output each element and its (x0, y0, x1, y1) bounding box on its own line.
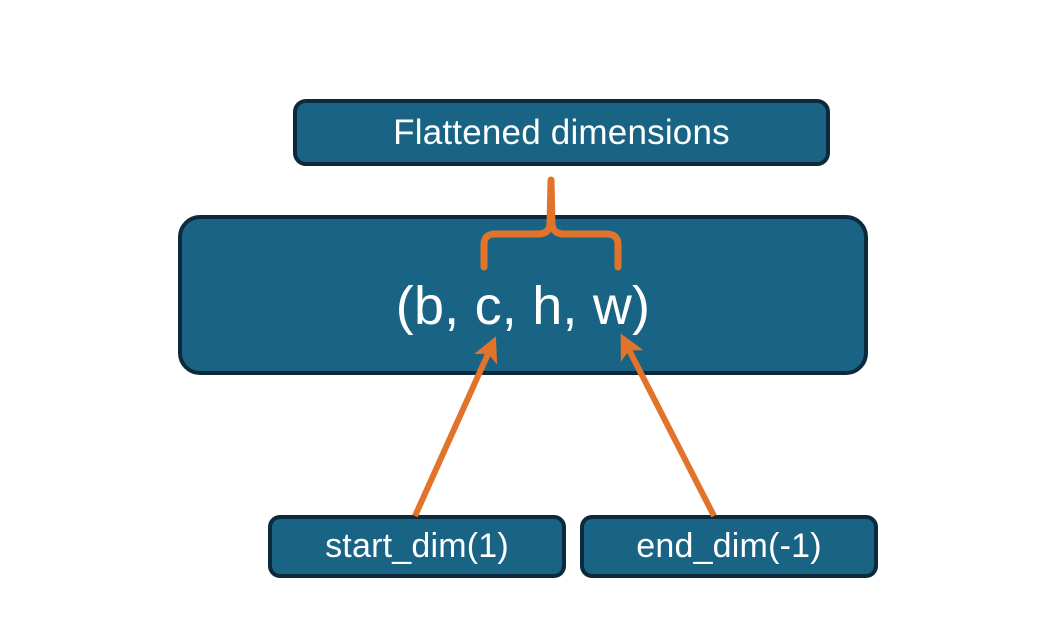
node-end-dim-label: end_dim(-1) (636, 527, 822, 565)
node-flattened-dimensions[interactable]: Flattened dimensions (293, 99, 830, 166)
node-start-dim[interactable]: start_dim(1) (268, 515, 566, 578)
node-end-dim[interactable]: end_dim(-1) (580, 515, 878, 578)
node-flattened-dimensions-label: Flattened dimensions (393, 112, 730, 152)
node-dimension-tuple[interactable]: (b, c, h, w) (178, 215, 868, 375)
node-dimension-tuple-label: (b, c, h, w) (395, 276, 651, 336)
node-start-dim-label: start_dim(1) (325, 527, 509, 565)
